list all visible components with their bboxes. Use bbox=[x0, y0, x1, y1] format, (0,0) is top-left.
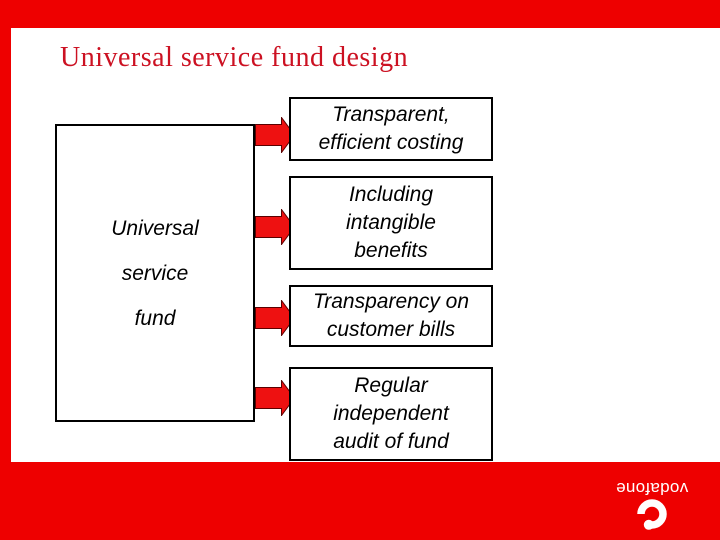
source-box-line: Universal bbox=[111, 216, 199, 240]
bottom-red-bar bbox=[0, 462, 720, 540]
arrow-right-icon bbox=[255, 300, 295, 336]
flow-box-independent-audit: Regular independent audit of fund bbox=[289, 367, 493, 461]
flow-box-customer-bills: Transparency on customer bills bbox=[289, 285, 493, 347]
source-box-universal-service-fund: Universal service fund bbox=[55, 124, 255, 422]
source-box-line: service bbox=[121, 261, 189, 285]
vodafone-logo: vodafone bbox=[612, 470, 692, 530]
slide-title: Universal service fund design bbox=[60, 42, 409, 73]
vodafone-speechmark-icon bbox=[637, 499, 667, 530]
flow-box-intangible-benefits: Including intangible benefits bbox=[289, 176, 493, 270]
vodafone-wordmark: vodafone bbox=[615, 479, 689, 498]
left-red-bar bbox=[0, 0, 11, 540]
arrow-right-icon bbox=[255, 380, 295, 416]
arrow-right-icon bbox=[255, 209, 295, 245]
top-red-bar bbox=[0, 0, 720, 28]
source-box-line: fund bbox=[134, 306, 176, 330]
arrow-right-icon bbox=[255, 117, 295, 153]
flow-box-transparent-costing: Transparent, efficient costing bbox=[289, 97, 493, 161]
